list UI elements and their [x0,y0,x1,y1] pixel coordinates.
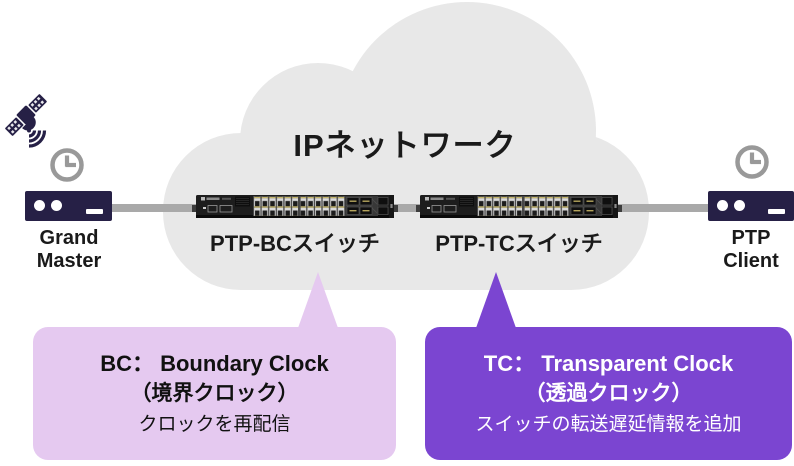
bc-callout: BC： Boundary Clock （境界クロック） クロックを再配信 [33,327,396,460]
grand-master-device [25,191,112,221]
tc-callout-pointer [476,272,516,328]
device-port [86,209,103,214]
device-led [717,200,728,211]
ip-network-title: IPネットワーク [293,128,517,163]
device-led [734,200,745,211]
ptp-client-label: PTP Client [723,227,779,272]
network-link-line [110,204,710,212]
bc-callout-subtitle: （境界クロック） [130,382,299,405]
tc-callout-description: スイッチの転送遅延情報を追加 [475,414,742,435]
bc-switch-label: PTP-BCスイッチ [210,231,380,256]
bc-callout-pointer [298,272,338,328]
grand-master-label: Grand Master [36,227,102,272]
clock-icon [50,148,84,182]
tc-callout-heading: TC： Transparent Clock [483,351,734,376]
device-port [768,209,785,214]
satellite-icon [5,94,47,148]
tc-callout: TC： Transparent Clock （透過クロック） スイッチの転送遅延… [425,327,792,460]
tc-switch-label: PTP-TCスイッチ [435,231,603,256]
device-led [34,200,45,211]
clock-icon [735,145,769,179]
bc-switch-image [192,195,398,218]
tc-switch-image [416,195,622,218]
bc-callout-description: クロックを再配信 [138,414,291,435]
ptp-client-device [708,191,794,221]
tc-callout-subtitle: （透過クロック） [524,382,693,405]
bc-callout-heading: BC： Boundary Clock [100,351,329,376]
device-led [51,200,62,211]
